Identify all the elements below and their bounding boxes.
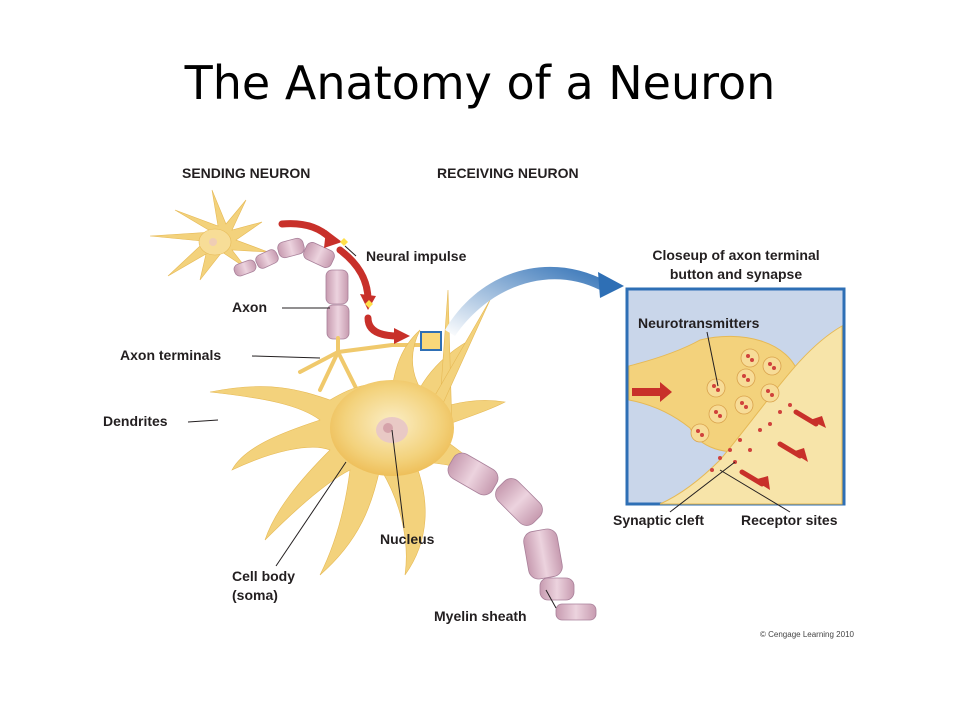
label-myelin-sheath: Myelin sheath [434,608,527,624]
copyright-notice: © Cengage Learning 2010 [760,630,855,639]
label-cell-body: Cell body [232,568,295,584]
header-closeup-line2: button and synapse [670,266,802,282]
header-closeup-line1: Closeup of axon terminal [652,247,819,263]
closeup-arrow [445,266,608,336]
page-title: The Anatomy of a Neuron [184,56,776,110]
label-soma: (soma) [232,587,278,603]
label-nucleus: Nucleus [380,531,435,547]
label-receptor-sites: Receptor sites [741,512,838,528]
header-receiving-neuron: RECEIVING NEURON [437,165,579,181]
label-axon-terminals: Axon terminals [120,347,221,363]
closeup-arrowhead [598,272,624,298]
sending-neuron [149,189,269,281]
label-neural-impulse: Neural impulse [366,248,467,264]
label-axon: Axon [232,299,267,315]
sending-axon-myelin [233,237,350,340]
axon-terminals [298,336,427,392]
label-neurotransmitters: Neurotransmitters [638,315,760,331]
closeup-panel [625,287,846,506]
header-sending-neuron: SENDING NEURON [182,165,310,181]
impulse-sparks [340,238,373,308]
label-dendrites: Dendrites [103,413,168,429]
label-synaptic-cleft: Synaptic cleft [613,512,704,528]
synapse-marker-box [420,331,442,351]
receiving-axon-myelin [447,452,597,621]
leader-lines [187,245,791,609]
receiving-neuron [209,289,506,576]
